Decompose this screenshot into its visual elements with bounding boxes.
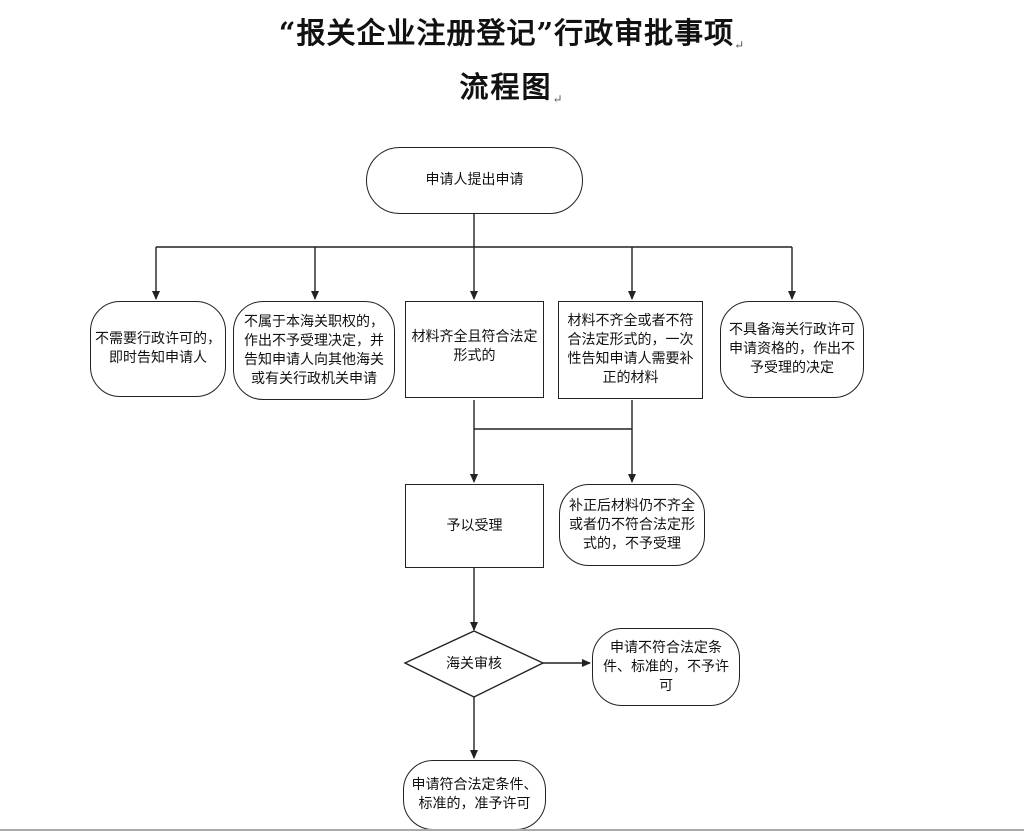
branch-node-not-jurisdiction: 不属于本海关职权的，作出不予受理决定，并告知申请人向其他海关或有关行政机关申请 [233, 301, 395, 400]
accept-node: 予以受理 [405, 484, 544, 568]
review-text: 海关审核 [446, 656, 502, 672]
review-diamond-label: 海关审核 [425, 653, 523, 673]
branch-node-3-text: 材料齐全且符合法定形式的 [411, 329, 538, 364]
branch-node-4-text: 材料不齐全或者不符合法定形式的，一次性告知申请人需要补正的材料 [567, 313, 694, 386]
reject-after-correction-node: 补正后材料仍不齐全或者仍不符合法定形式的，不予受理 [559, 484, 705, 566]
deny-node-text: 申请不符合法定条件、标准的，不予许可 [603, 639, 729, 694]
review-diamond [403, 630, 545, 698]
branch-node-materials-complete: 材料齐全且符合法定形式的 [405, 301, 544, 398]
title-line2-text: 流程图 [459, 70, 553, 104]
branch-node-materials-incomplete: 材料不齐全或者不符合法定形式的，一次性告知申请人需要补正的材料 [558, 301, 703, 399]
title-line1-text: “报关企业注册登记”行政审批事项 [278, 16, 735, 50]
start-node-text: 申请人提出申请 [425, 172, 524, 188]
approve-node: 申请符合法定条件、标准的，准予许可 [403, 760, 546, 830]
paragraph-mark-icon: ↵ [734, 38, 746, 52]
deny-node: 申请不符合法定条件、标准的，不予许可 [592, 628, 740, 706]
page-bottom-divider [0, 829, 1024, 831]
diagram-title-line1: “报关企业注册登记”行政审批事项↵ [0, 10, 1024, 52]
branch-node-2-text: 不属于本海关职权的，作出不予受理决定，并告知申请人向其他海关或有关行政机关申请 [244, 313, 384, 387]
start-node: 申请人提出申请 [366, 147, 583, 214]
branch-node-not-qualified: 不具备海关行政许可申请资格的，作出不予受理的决定 [720, 301, 864, 398]
branch-node-5-text: 不具备海关行政许可申请资格的，作出不予受理的决定 [729, 322, 855, 376]
accept-node-text: 予以受理 [446, 517, 503, 534]
reject-after-node-text: 补正后材料仍不齐全或者仍不符合法定形式的，不予受理 [569, 497, 695, 552]
diagram-title-line2: 流程图↵ [0, 64, 1024, 106]
approve-node-text: 申请符合法定条件、标准的，准予许可 [411, 777, 538, 812]
branch-node-1-text: 不需要行政许可的，即时告知申请人 [95, 331, 221, 366]
branch-node-no-permit-needed: 不需要行政许可的，即时告知申请人 [90, 301, 226, 397]
paragraph-mark-icon: ↵ [552, 92, 565, 106]
